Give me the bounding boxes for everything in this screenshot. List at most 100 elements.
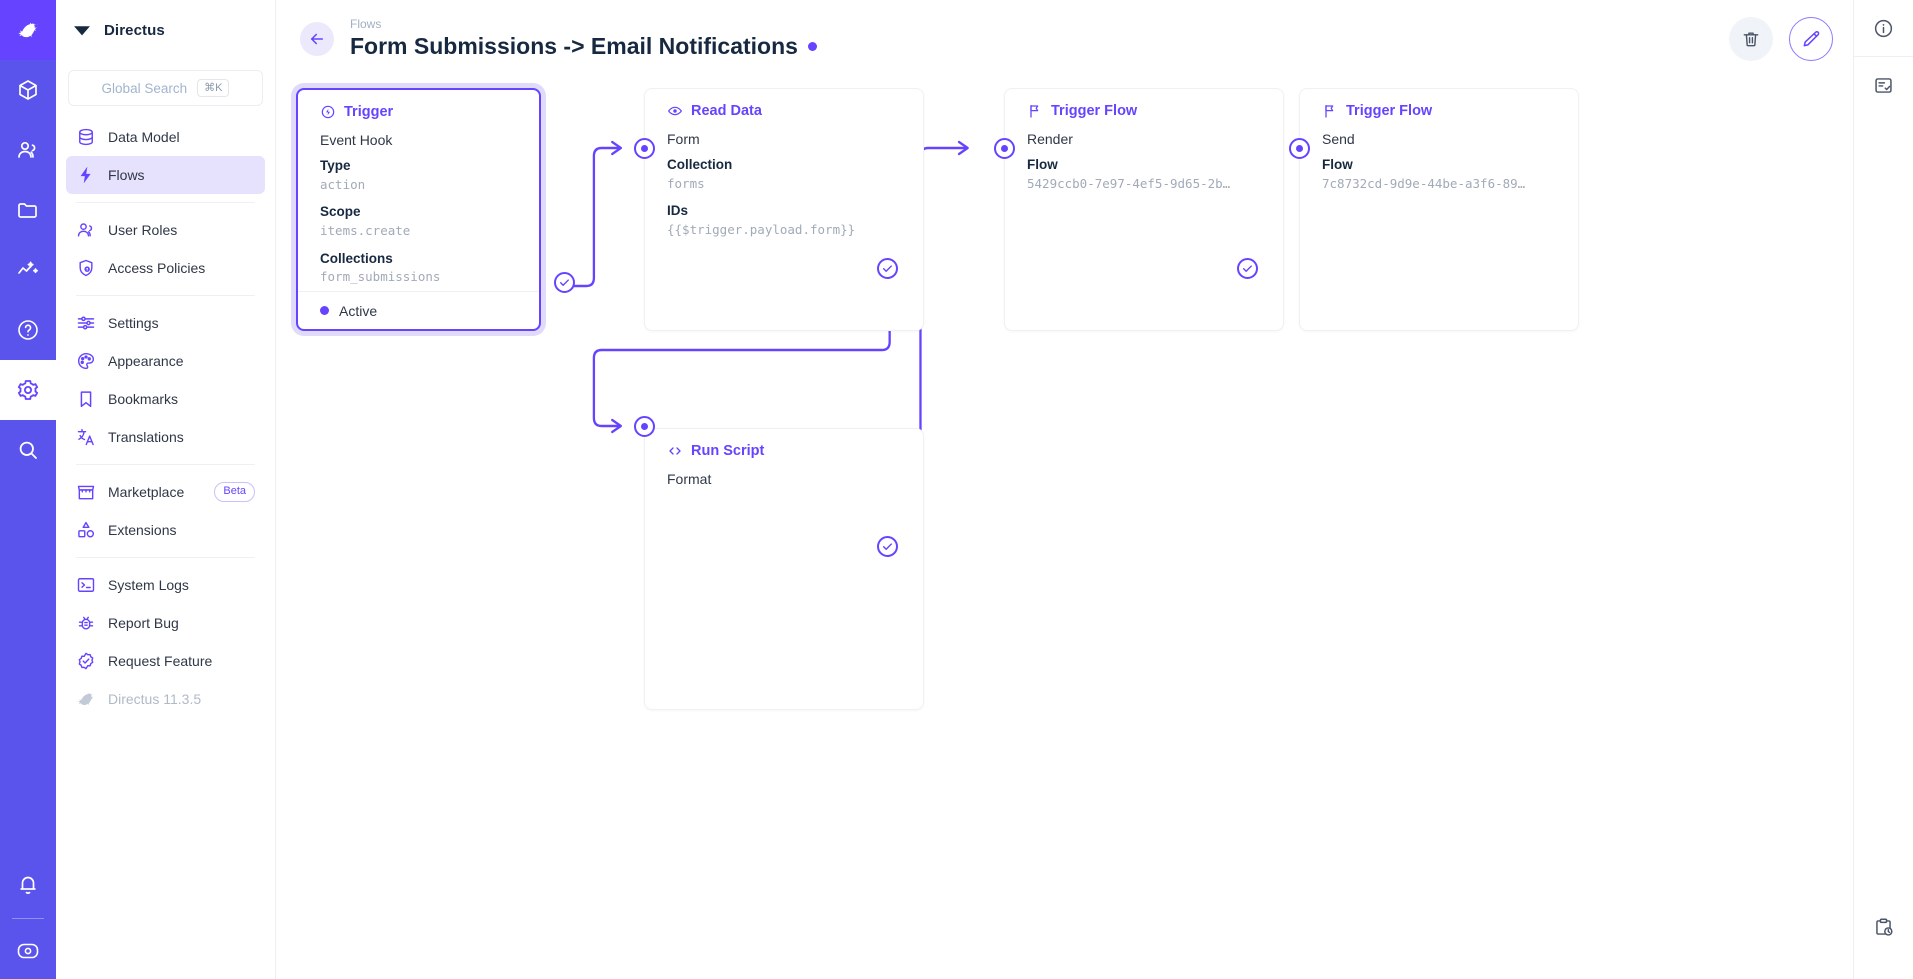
flow-node-read-data[interactable]: Read Data Form Collection forms IDs {{$t…	[644, 88, 924, 331]
sidebar-item-bookmarks[interactable]: Bookmarks	[66, 380, 265, 418]
flow-node-trigger-flow-send[interactable]: Trigger Flow Send Flow 7c8732cd-9d9e-44b…	[1299, 88, 1579, 331]
sidebar-item-request-feature[interactable]: Request Feature	[66, 642, 265, 680]
insights-icon[interactable]	[0, 240, 56, 300]
node-title: Trigger	[344, 104, 394, 120]
port-read-data-resolve[interactable]	[877, 258, 898, 279]
rabbit-icon	[76, 689, 96, 709]
breadcrumb-and-title: Flows Form Submissions -> Email Notifica…	[350, 17, 817, 61]
sidebar-item-user-roles[interactable]: User Roles	[66, 211, 265, 249]
port-dot	[1001, 145, 1008, 152]
info-icon[interactable]	[1854, 0, 1913, 56]
edge-arrow-run-script	[611, 418, 623, 434]
node-title: Trigger Flow	[1051, 103, 1138, 119]
flow-status-dot	[807, 42, 817, 52]
field-value: forms	[667, 175, 705, 191]
port-trigger-resolve[interactable]	[554, 272, 575, 293]
code-icon	[669, 447, 681, 455]
back-button[interactable]	[300, 22, 334, 56]
sidebar-item-label: Translations	[108, 429, 184, 445]
store-icon	[76, 482, 96, 502]
extensions-icon	[76, 520, 96, 540]
main-content: Flows Form Submissions -> Email Notifica…	[276, 0, 1853, 979]
folder-icon[interactable]	[0, 180, 56, 240]
edge-arrow-render	[957, 140, 969, 156]
node-subtitle: Event Hook	[320, 132, 393, 148]
field-key: IDs	[667, 203, 689, 219]
port-run-script-input[interactable]	[634, 416, 655, 437]
sliders-icon	[76, 313, 96, 333]
check-badge-icon	[76, 651, 96, 671]
port-render-input[interactable]	[994, 138, 1015, 159]
check-icon	[883, 265, 892, 272]
search-icon[interactable]	[0, 420, 56, 480]
node-field: Scope items.create	[298, 194, 539, 240]
field-value: 7c8732cd-9d9e-44be-a3f6-89…	[1322, 175, 1526, 191]
sidebar-item-settings[interactable]: Settings	[66, 304, 265, 342]
right-rail-divider	[1854, 56, 1913, 57]
flow-node-run-script[interactable]: Run Script Format	[644, 428, 924, 710]
search-input[interactable]: Global Search ⌘K	[68, 70, 263, 106]
sidebar-item-translations[interactable]: Translations	[66, 418, 265, 456]
field-value: 5429ccb0-7e97-4ef5-9d65-2b…	[1027, 175, 1231, 191]
port-send-input[interactable]	[1289, 138, 1310, 159]
users-icon[interactable]	[0, 120, 56, 180]
field-key: Flow	[1027, 157, 1058, 172]
field-key: Type	[320, 158, 351, 173]
shield-lock-icon	[76, 258, 96, 278]
node-title: Run Script	[691, 443, 765, 459]
node-field: Collection forms	[645, 147, 923, 193]
search-shortcut: ⌘K	[197, 78, 230, 98]
node-header-trigger-flow-send: Trigger Flow	[1300, 89, 1578, 125]
sidebar-item-flows[interactable]: Flows	[66, 156, 265, 194]
flow-node-trigger-flow-render[interactable]: Trigger Flow Render Flow 5429ccb0-7e97-4…	[1004, 88, 1284, 331]
field-key: Flow	[1322, 157, 1353, 172]
sidebar-item-label: Extensions	[108, 522, 177, 538]
sidebar-item-label: Appearance	[108, 353, 184, 369]
sidebar-item-directus-11-3-5: Directus 11.3.5	[66, 680, 265, 718]
sidebar-item-extensions[interactable]: Extensions	[66, 511, 265, 549]
node-title: Read Data	[691, 103, 762, 119]
sidebar-item-appearance[interactable]: Appearance	[66, 342, 265, 380]
field-value: form_submissions	[320, 269, 441, 285]
port-render-resolve[interactable]	[1237, 258, 1258, 279]
delete-flow-button[interactable]	[1729, 17, 1773, 61]
flow-canvas[interactable]: Trigger Event Hook Type action Scope ite…	[276, 78, 1853, 979]
sidebar-item-report-bug[interactable]: Report Bug	[66, 604, 265, 642]
edge-arrow-read-data	[611, 140, 623, 156]
sidebar-item-data-model[interactable]: Data Model	[66, 118, 265, 156]
logs-icon[interactable]	[1854, 57, 1913, 113]
node-subtitle: Render	[1027, 131, 1073, 147]
sidebar-item-system-logs[interactable]: System Logs	[66, 566, 265, 604]
help-circle-icon[interactable]	[0, 300, 56, 360]
node-subtitle: Send	[1322, 131, 1355, 147]
database-icon	[76, 127, 96, 147]
gear-icon[interactable]	[0, 360, 56, 420]
palette-icon	[76, 351, 96, 371]
edge-trigger-to-read-data	[562, 146, 622, 288]
bolt-icon	[76, 165, 96, 185]
sidebar-item-label: Flows	[108, 167, 145, 183]
terminal-icon	[76, 575, 96, 595]
arrow-left-icon	[310, 33, 324, 45]
port-read-data-input[interactable]	[634, 138, 655, 159]
edit-flow-button[interactable]	[1789, 17, 1833, 61]
node-header-trigger-flow-render: Trigger Flow	[1005, 89, 1283, 125]
page-header: Flows Form Submissions -> Email Notifica…	[276, 0, 1853, 78]
directus-logo-icon[interactable]	[0, 0, 56, 60]
flow-node-trigger[interactable]: Trigger Event Hook Type action Scope ite…	[296, 88, 541, 331]
beta-badge: Beta	[214, 482, 255, 502]
node-subtitle: Format	[667, 471, 712, 487]
account-icon[interactable]	[0, 923, 56, 979]
content-box-icon[interactable]	[0, 60, 56, 120]
port-run-script-resolve[interactable]	[877, 536, 898, 557]
search-placeholder: Global Search	[101, 80, 188, 96]
field-key: Scope	[320, 204, 361, 220]
breadcrumb[interactable]: Flows	[350, 16, 382, 31]
bell-icon[interactable]	[0, 854, 56, 914]
eye-icon	[668, 106, 682, 116]
sidebar-item-access-policies[interactable]: Access Policies	[66, 249, 265, 287]
activity-icon[interactable]	[1854, 899, 1913, 955]
check-icon	[1243, 265, 1252, 272]
